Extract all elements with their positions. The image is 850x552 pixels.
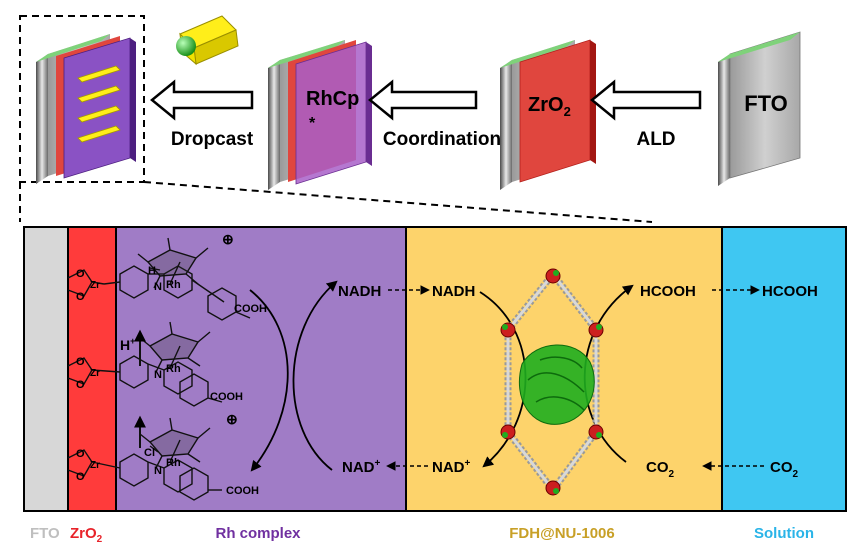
arrow-coordination xyxy=(368,79,478,121)
n-label-1: N xyxy=(154,281,162,293)
arrow-ald xyxy=(590,79,702,121)
rh-molecule-3 xyxy=(67,417,222,501)
charge-label-2: ⊕ xyxy=(226,411,238,427)
hollow-arrows xyxy=(150,79,702,121)
arrow-dropcast xyxy=(150,79,254,121)
zro2-electrode: ZrO2 xyxy=(500,39,596,190)
fdh-caption: FDH@NU-1006 xyxy=(509,525,614,542)
dropcast-label: Dropcast xyxy=(171,129,254,150)
o-label-4: O xyxy=(76,379,85,391)
charge-label-1: ⊕ xyxy=(222,231,234,247)
zoom-line-right xyxy=(143,181,653,223)
mof-crystal xyxy=(500,268,604,496)
fto-label: FTO xyxy=(744,91,788,116)
nad-right-label: NAD+ xyxy=(432,458,471,476)
solution-layer xyxy=(721,226,847,512)
fto-electrode: FTO xyxy=(718,31,801,186)
rhcp-star: * xyxy=(309,115,316,132)
selection-box xyxy=(19,15,145,183)
layer-captions: FTO ZrO2 Rh complex FDH@NU-1006 Solution xyxy=(30,525,814,545)
coordination-label: Coordination xyxy=(383,129,501,150)
cl-label: Cl xyxy=(144,447,155,459)
hcooh-right-label: HCOOH xyxy=(762,283,818,300)
rh-molecule-1 xyxy=(67,237,251,321)
zr-label-3: Zr xyxy=(90,460,100,471)
n-label-2: N xyxy=(154,369,162,381)
fto-layer xyxy=(23,226,69,512)
fto-caption: FTO xyxy=(30,525,60,542)
enzyme-pore-icon xyxy=(176,15,239,66)
cooh-label-1: COOH xyxy=(234,303,267,315)
o-label-2: O xyxy=(76,291,85,303)
cooh-label-2: COOH xyxy=(210,391,243,403)
o-label-3: O xyxy=(76,356,85,368)
zro2-caption: ZrO2 xyxy=(70,525,103,545)
rh-label-2: Rh xyxy=(166,363,181,375)
solution-caption: Solution xyxy=(754,525,814,542)
h-ligand-label: H xyxy=(148,265,156,277)
rh-cycle-arrows xyxy=(249,280,338,472)
o-label-1: O xyxy=(76,268,85,280)
nadh-right-label: NADH xyxy=(432,283,475,300)
o-label-5: O xyxy=(76,448,85,460)
rhcp-label: RhCp xyxy=(306,88,359,110)
chem-labels: O O Zr O O Zr O O Zr H Rh N COOH ⊕ Rh N … xyxy=(76,231,267,497)
final-electrode xyxy=(36,34,136,184)
rh-label-3: Rh xyxy=(166,457,181,469)
species-labels: NADH NADH NAD+ NAD+ HCOOH HCOOH CO2 CO2 xyxy=(338,283,818,480)
rhcp-electrode: RhCp * xyxy=(268,40,372,190)
rh-molecule-2 xyxy=(67,321,223,407)
zr-label-1: Zr xyxy=(90,280,100,291)
ald-label: ALD xyxy=(636,129,675,150)
cooh-label-3: COOH xyxy=(226,485,259,497)
zro2-top-label: ZrO2 xyxy=(528,94,571,119)
zr-label-2: Zr xyxy=(90,368,100,379)
h-plus-label: H+ xyxy=(120,336,135,353)
fdh-protein xyxy=(518,344,595,425)
rh-complex-molecules xyxy=(67,237,251,501)
nad-left-label: NAD+ xyxy=(342,458,381,476)
n-label-3: N xyxy=(154,465,162,477)
co2-left-label: CO2 xyxy=(646,459,675,480)
co2-right-label: CO2 xyxy=(770,459,799,480)
o-label-6: O xyxy=(76,471,85,483)
rh-complex-caption: Rh complex xyxy=(215,525,301,542)
transport-arrows xyxy=(386,285,764,471)
rh-label-1: Rh xyxy=(166,279,181,291)
nadh-left-label: NADH xyxy=(338,283,381,300)
hcooh-left-label: HCOOH xyxy=(640,283,696,300)
